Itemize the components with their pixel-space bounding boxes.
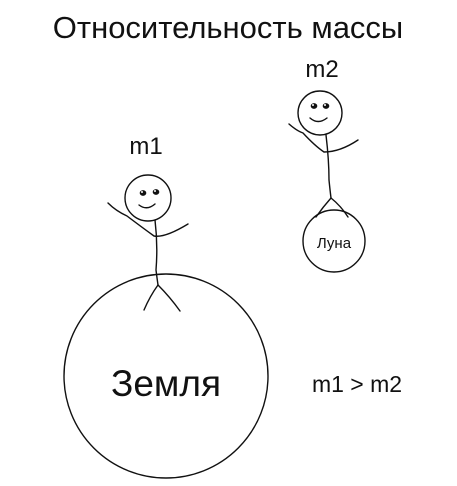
m2-left-eye [310,103,318,109]
m1-right-eye [152,189,160,195]
stick-figure-m1: m1 [107,133,189,312]
moon-label: Луна [317,235,352,252]
mass-relation-text: m1 > m2 [312,371,402,397]
earth-body: Земля [63,273,269,479]
m1-label: m1 [129,133,162,160]
m1-left-eye [139,190,147,196]
m2-right-eye [322,103,330,109]
moon-circle [302,209,366,273]
m2-body [325,134,332,199]
earth-label: Земля [111,363,221,404]
m1-body [154,219,159,286]
m2-smile [309,117,328,123]
m1-arms [107,202,189,237]
earth-circle [63,273,269,479]
m1-smile [138,203,156,209]
m2-left-leg [315,197,332,218]
m2-label: m2 [305,56,338,83]
m2-arms [288,123,359,153]
diagram-title: Относительность массы [53,10,403,45]
stick-figure-m2: m2 [288,56,359,218]
m1-left-leg [143,284,159,311]
m2-head [297,90,343,136]
moon-body: Луна [302,209,366,273]
m1-head [124,174,172,222]
m2-right-leg [330,197,349,218]
m1-right-leg [157,284,181,312]
